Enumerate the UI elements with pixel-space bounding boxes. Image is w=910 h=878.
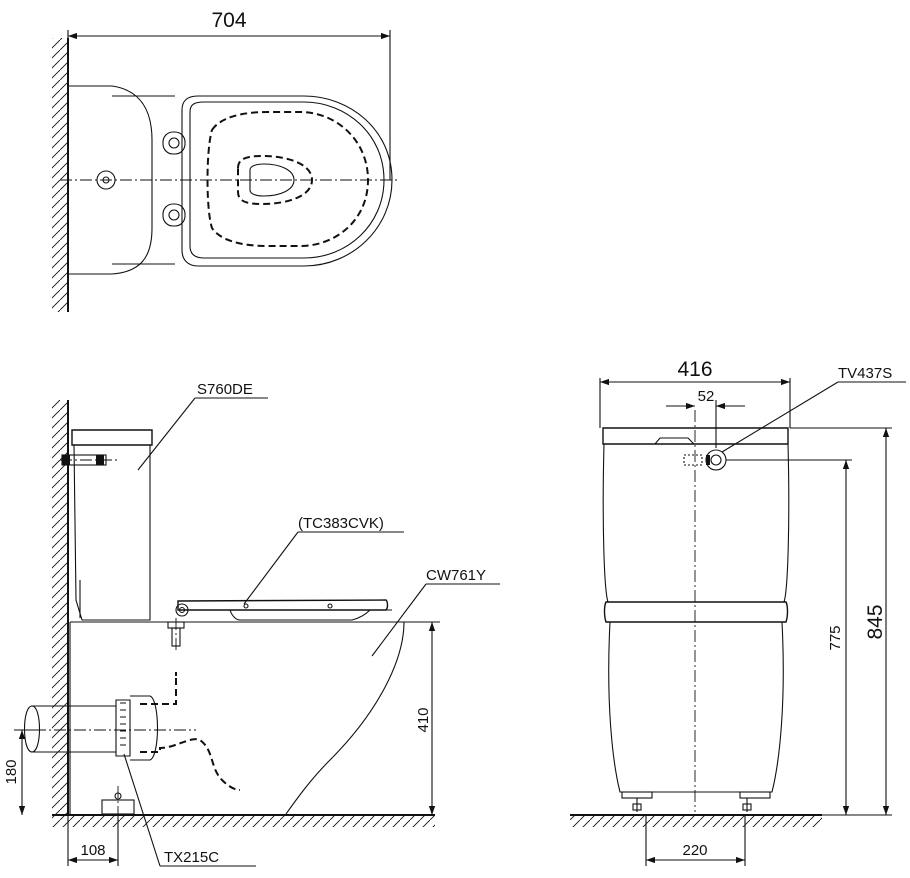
dim-wall-to-outlet: 108 bbox=[80, 842, 105, 859]
side-wall-hatch bbox=[52, 400, 68, 815]
side-view: 410 180 108 S760DE (TC383CVK) CW761Y TX2… bbox=[3, 381, 500, 867]
label-fill-valve: TV437S bbox=[838, 365, 892, 382]
top-hinge-upper bbox=[162, 131, 186, 155]
label-tank: S760DE bbox=[197, 381, 253, 398]
dim-pipe-height: 180 bbox=[3, 759, 20, 784]
label-trap-adapter: TX215C bbox=[164, 849, 219, 866]
top-view: 704 bbox=[52, 9, 400, 312]
dim-seat-height: 410 bbox=[415, 707, 432, 732]
top-wall-hatch bbox=[52, 38, 68, 312]
dim-feet-spacing: 220 bbox=[682, 842, 707, 859]
label-bowl: CW761Y bbox=[426, 567, 486, 584]
dim-tank-inlet-height: 775 bbox=[827, 625, 844, 650]
front-floor-hatch bbox=[570, 815, 822, 827]
top-hinge-lower bbox=[162, 203, 186, 227]
side-floor-hatch bbox=[52, 815, 435, 827]
dim-tank-width: 416 bbox=[677, 358, 712, 381]
front-view: 416 52 775 845 220 TV437S bbox=[570, 358, 906, 866]
label-seat: (TC383CVK) bbox=[298, 515, 384, 532]
dim-valve-offset: 52 bbox=[698, 388, 715, 405]
dim-overall-height: 845 bbox=[864, 604, 887, 639]
dim-overall-depth: 704 bbox=[211, 9, 246, 32]
